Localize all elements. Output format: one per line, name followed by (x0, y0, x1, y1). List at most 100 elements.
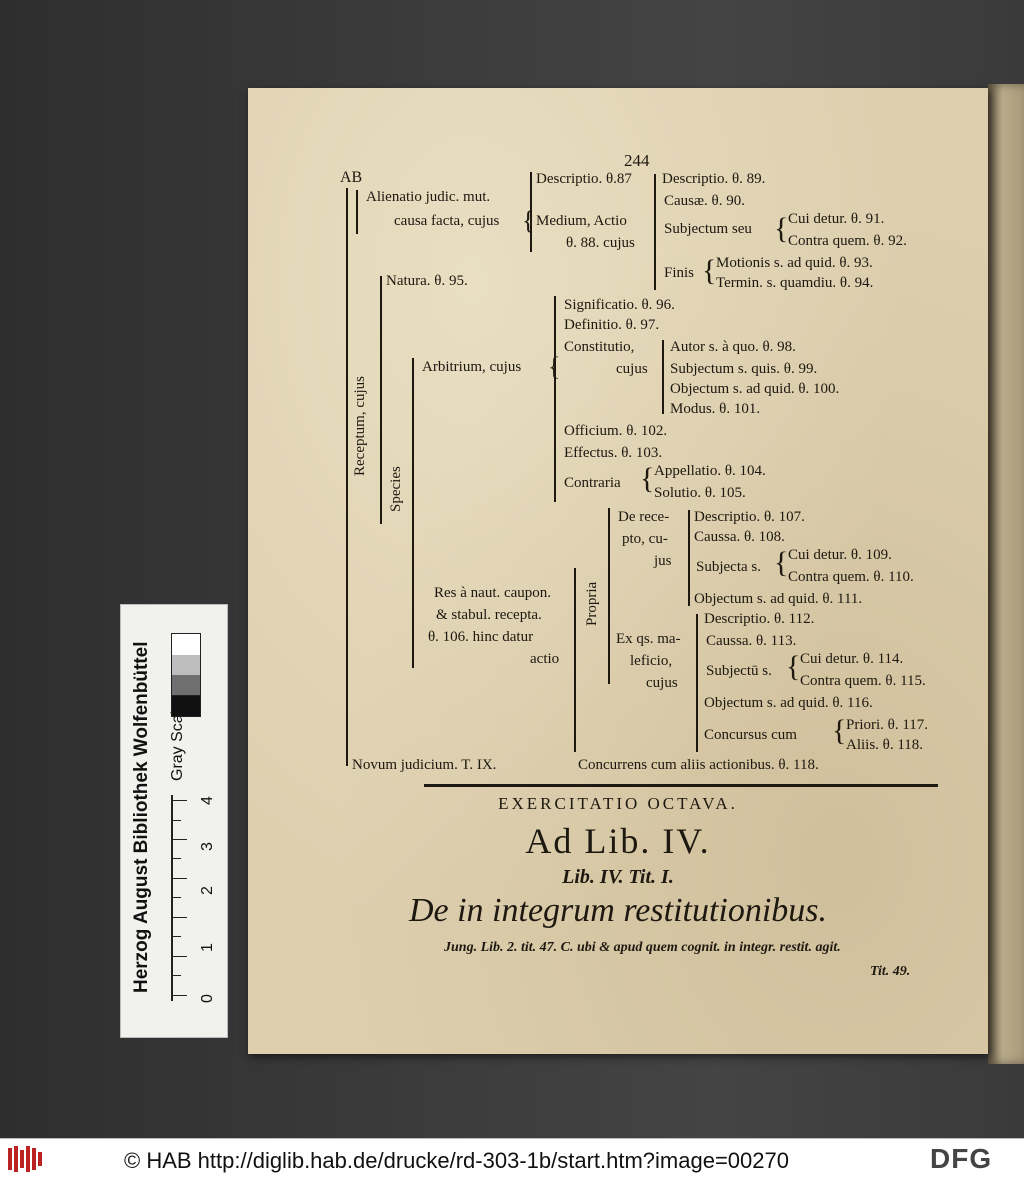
res-line3: θ. 106. hinc datur (428, 629, 534, 645)
res-line1: Res à naut. caupon. (434, 585, 552, 601)
ruler-0: 0 (199, 994, 216, 1003)
constitutio-cujus: cujus (616, 361, 648, 377)
appellatio-104: Appellatio. θ. 104. (654, 463, 766, 479)
species-label: Species (388, 466, 404, 512)
alienatio-line1: Alienatio judic. mut. (366, 189, 491, 205)
source-link[interactable]: © HAB http://diglib.hab.de/drucke/rd-303… (124, 1148, 789, 1173)
res-line2: & stabul. recepta. (436, 607, 542, 623)
alienatio-line2: causa facta, cujus (394, 213, 500, 229)
solutio-105: Solutio. θ. 105. (654, 485, 746, 501)
footer-bar: © HAB http://diglib.hab.de/drucke/rd-303… (0, 1138, 1024, 1179)
medium-line1: Medium, Actio (536, 213, 627, 229)
brace-finis: { (702, 254, 717, 287)
motionis-93: Motionis s. ad quid. θ. 93. (716, 255, 873, 271)
ex-qs-1: Ex qs. ma- (616, 631, 681, 647)
objectum-111: Objectum s. ad quid. θ. 111. (694, 591, 863, 607)
aliis-118: Aliis. θ. 118. (846, 737, 924, 753)
swatch-light (171, 655, 201, 675)
natura-95: Natura. θ. 95. (386, 273, 468, 289)
bracket-constitutio (662, 340, 664, 414)
dfg-logo: DFG (930, 1143, 993, 1174)
exercitatio-heading: EXERCITATIO OCTAVA. (498, 794, 738, 813)
arbitrium-cujus: Arbitrium, cujus (422, 359, 522, 375)
contra-quem-115: Contra quem. θ. 115. (800, 673, 926, 689)
ex-qs-3: cujus (646, 675, 678, 691)
subjectu-f: Subjectū s. (706, 663, 772, 679)
bracket-de-recepto (688, 510, 690, 606)
ruler-1: 1 (199, 943, 216, 952)
bracket-actio (574, 568, 576, 752)
scale-card: Herzog August Bibliothek Wolfenbüttel Gr… (120, 604, 228, 1038)
de-recepto-1: De rece- (618, 509, 670, 525)
bracket-alienatio (356, 190, 358, 234)
title-heading: De in integrum restitutionibus. (408, 892, 828, 929)
brace-concursus: { (832, 714, 847, 747)
objectum-116: Objectum s. ad quid. θ. 116. (704, 695, 873, 711)
descriptio-112: Descriptio. θ. 112. (704, 611, 815, 627)
brace-subjectum: { (774, 212, 789, 245)
propria-label: Propria (584, 581, 600, 626)
bracket-ex-qs (696, 614, 698, 752)
constitutio: Constitutio, (564, 339, 635, 355)
ruler-4: 4 (199, 796, 216, 805)
termin-94: Termin. s. quamdiu. θ. 94. (716, 275, 874, 291)
contraria: Contraria (564, 475, 621, 491)
modus-101: Modus. θ. 101. (670, 401, 761, 417)
descriptio-87: Descriptio. θ.87 (536, 171, 632, 187)
de-recepto-2: pto, cu- (622, 531, 668, 547)
ad-lib-heading: Ad Lib. IV. (525, 821, 711, 861)
bracket-arbitrium (554, 296, 556, 502)
brace-subjecta: { (774, 546, 789, 579)
swatch-white (171, 633, 201, 657)
ex-qs-2: leficio, (630, 653, 673, 669)
res-line4: actio (530, 651, 560, 667)
significatio-96: Significatio. θ. 96. (564, 297, 675, 313)
page-number: 244 (624, 151, 650, 170)
swatch-dark (171, 675, 201, 695)
definitio-97: Definitio. θ. 97. (564, 317, 660, 333)
descriptio-107: Descriptio. θ. 107. (694, 509, 805, 525)
lib-tit-heading: Lib. IV. Tit. I. (562, 866, 674, 888)
caussa-113: Caussa. θ. 113. (706, 633, 797, 649)
ruler-3: 3 (199, 842, 216, 851)
causae-90: Causæ. θ. 90. (664, 193, 745, 209)
de-recepto-3: jus (654, 553, 672, 569)
novum-judicium: Novum judicium. T. IX. (352, 757, 497, 773)
medium-line2: θ. 88. cujus (566, 235, 635, 251)
cui-detur-109: Cui detur. θ. 109. (788, 547, 892, 563)
concurrens: Concurrens cum aliis actionibus. θ. 118. (578, 757, 819, 773)
contra-quem-92: Contra quem. θ. 92. (788, 233, 907, 249)
separator-rule (424, 784, 938, 787)
cui-detur-114: Cui detur. θ. 114. (800, 651, 904, 667)
brace-subjectu: { (786, 650, 801, 683)
receptum-cujus-label: Receptum, cujus (352, 376, 368, 476)
bracket-receptum (380, 276, 382, 524)
brace-alienatio: { (522, 206, 535, 235)
officium-102: Officium. θ. 102. (564, 423, 668, 439)
cross-reference: Jung. Lib. 2. tit. 47. C. ubi & apud que… (444, 940, 841, 955)
ab-label: AB (340, 169, 363, 186)
book-page: 244 AB Alienatio judic. mut. causa facta… (248, 88, 988, 1054)
finis: Finis (664, 265, 695, 281)
next-page-edge (988, 84, 1024, 1064)
bracket-descriptio (530, 172, 532, 252)
cross-reference-tit: Tit. 49. (870, 964, 911, 979)
autor-98: Autor s. à quo. θ. 98. (670, 339, 796, 355)
brace-contraria: { (640, 462, 655, 495)
ruler (171, 795, 173, 1001)
cui-detur-91: Cui detur. θ. 91. (788, 211, 885, 227)
concursus-cum: Concursus cum (704, 727, 797, 743)
bracket-ab (346, 188, 348, 766)
objectum-100: Objectum s. ad quid. θ. 100. (670, 381, 840, 397)
bracket-medium (654, 174, 656, 290)
descriptio-89: Descriptio. θ. 89. (662, 171, 766, 187)
institution-label: Herzog August Bibliothek Wolfenbüttel (131, 641, 152, 993)
subjectum-99: Subjectum s. quis. θ. 99. (670, 361, 818, 377)
ruler-2: 2 (199, 886, 216, 895)
bracket-propria (608, 508, 610, 684)
swatch-black (171, 695, 201, 717)
effectus-103: Effectus. θ. 103. (564, 445, 663, 461)
hab-logo-icon (8, 1146, 42, 1172)
subjectum-seu: Subjectum seu (664, 221, 752, 237)
priori-117: Priori. θ. 117. (846, 717, 929, 733)
